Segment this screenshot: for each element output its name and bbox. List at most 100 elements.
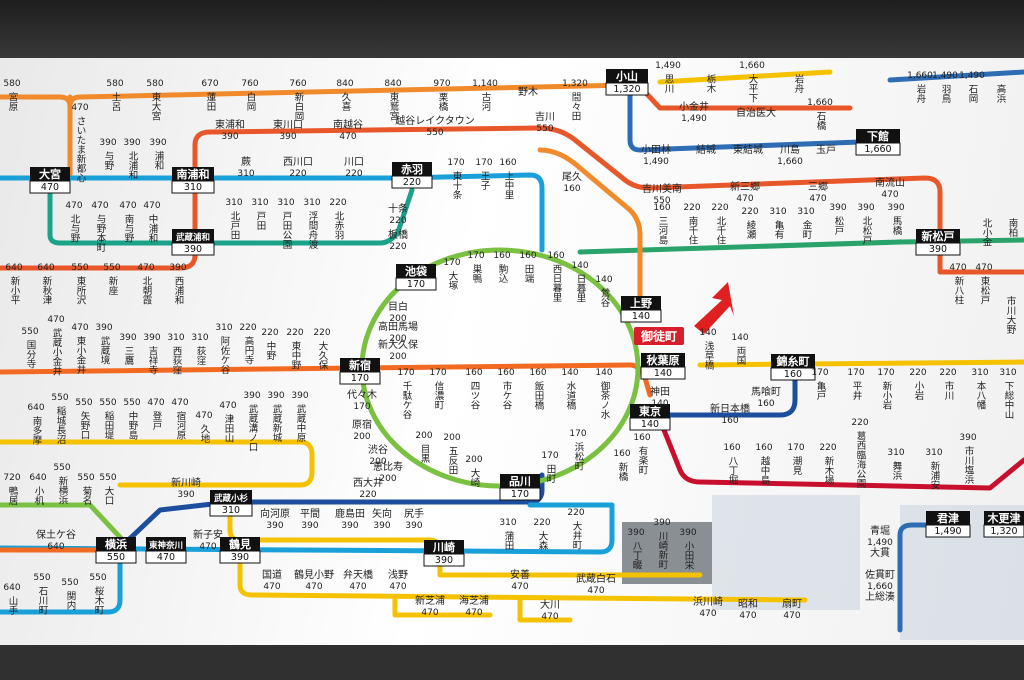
station[interactable]: 岩舟 (793, 73, 805, 94)
hub-kawasaki[interactable]: 川崎 390 (423, 540, 465, 567)
hub-akihabara[interactable]: 秋葉原 140 (640, 353, 686, 380)
hub-akabane[interactable]: 赤羽 220 (391, 162, 433, 189)
hub-oyama[interactable]: 小山 1,320 (605, 69, 649, 96)
hub-tsurumi[interactable]: 鶴見 390 (219, 537, 261, 564)
station[interactable]: 市川大野 (1005, 295, 1017, 334)
hub-minami-urawa[interactable]: 南浦和 310 (171, 167, 215, 194)
station[interactable]: 石橋1,660 (807, 98, 833, 131)
station[interactable]: 栃木 (705, 73, 717, 94)
station[interactable]: 玉戸 (816, 144, 836, 156)
station[interactable]: 自治医大 (736, 106, 776, 119)
station[interactable]: 川島1,660 (777, 143, 803, 167)
station[interactable]: 上総湊 (865, 590, 895, 603)
hub-musashi-kosugi[interactable]: 武蔵小杉 310 (209, 490, 253, 517)
station[interactable]: 結城 (696, 143, 716, 156)
hub-kisarazu[interactable]: 木更津 1,320 (983, 511, 1024, 538)
station[interactable]: 思川1,490 (655, 61, 681, 93)
station[interactable]: 野木 (518, 86, 538, 98)
hub-omiya[interactable]: 大宮 470 (29, 167, 71, 194)
